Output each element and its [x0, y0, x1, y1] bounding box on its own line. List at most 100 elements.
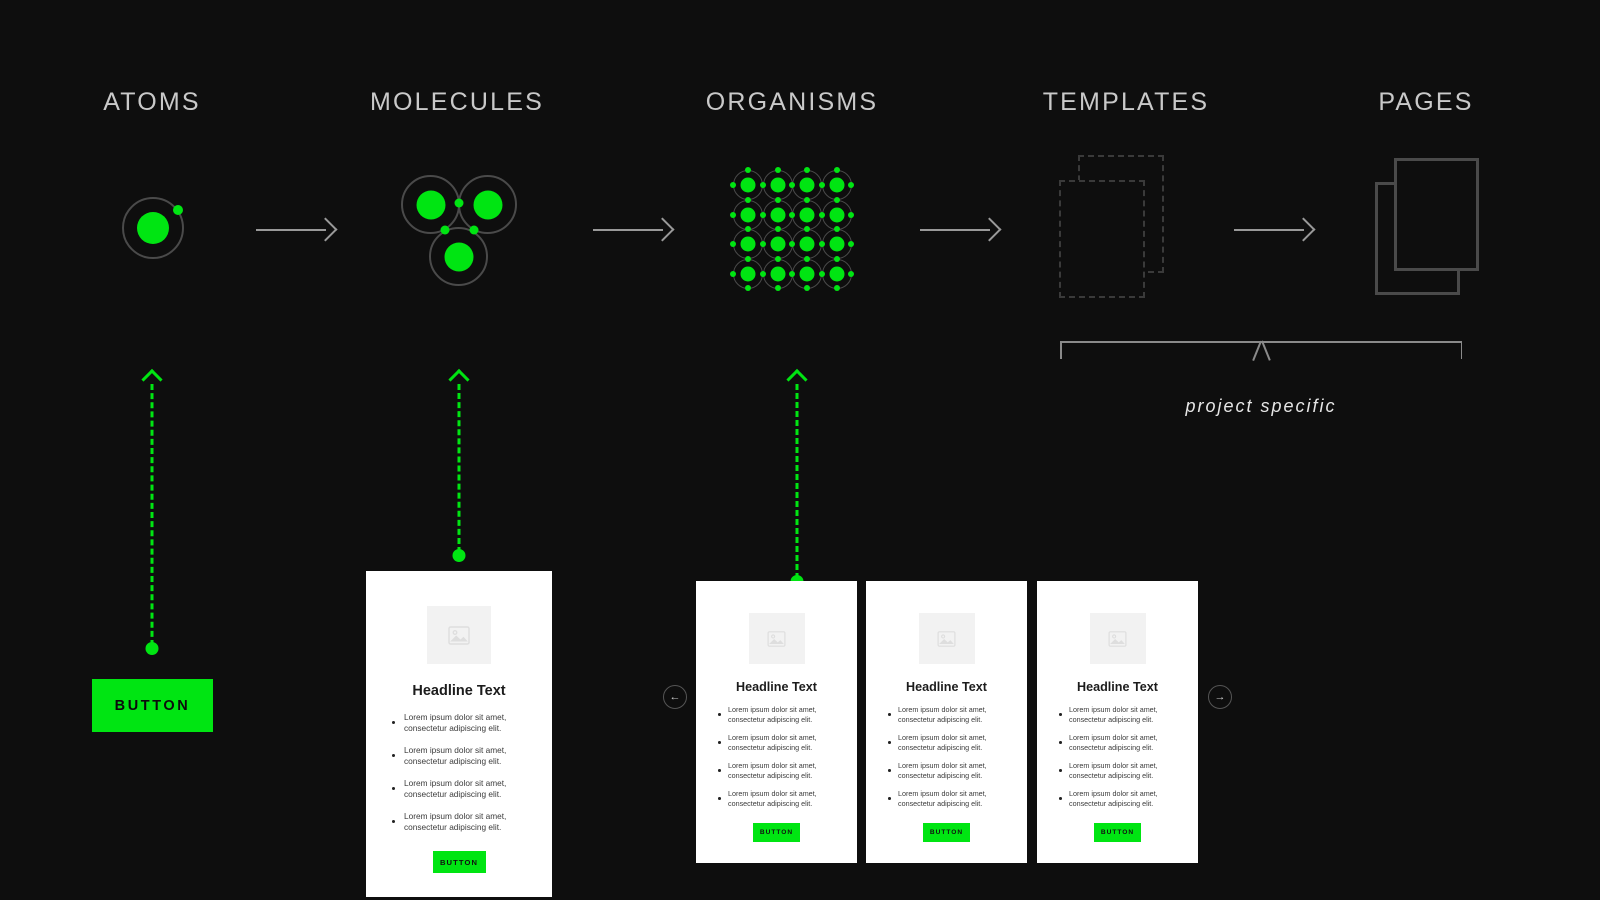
molecule-bond-dot — [440, 225, 450, 235]
atom-nucleus — [829, 266, 844, 281]
lattice-bond-dot — [789, 182, 795, 188]
card-button[interactable]: BUTTON — [753, 822, 800, 842]
arrow-atoms-to-molecules — [256, 217, 338, 243]
lattice-bond-dot — [730, 241, 736, 247]
list-item: Lorem ipsum dolor sit amet, consectetur … — [1053, 761, 1182, 780]
card-bullet-list: Lorem ipsum dolor sit amet, consectetur … — [1053, 705, 1182, 818]
atom-nucleus — [770, 266, 785, 281]
project-specific-label: project specific — [1185, 396, 1337, 416]
atom-ring — [122, 197, 184, 259]
lattice-bond-dot — [745, 196, 751, 203]
atom-icon — [733, 229, 763, 259]
atom-icon — [821, 170, 852, 200]
card-button[interactable]: BUTTON — [432, 851, 486, 874]
template-box-front — [1059, 180, 1145, 298]
lattice-bond-dot — [745, 255, 751, 262]
atom-icon — [792, 258, 822, 289]
atom-nucleus — [829, 177, 844, 193]
molecule-card[interactable]: Headline Text Lorem ipsum dolor sit amet… — [366, 571, 552, 898]
image-placeholder-icon — [1089, 613, 1146, 664]
lattice-bond-dot — [818, 241, 825, 247]
organism-card[interactable]: Headline Text Lorem ipsum dolor sit amet… — [1037, 581, 1198, 863]
lattice-bond-dot — [804, 167, 810, 173]
lattice-bond-dot — [759, 211, 766, 218]
cta-button[interactable]: BUTTON — [92, 679, 213, 732]
lattice-bond-dot — [833, 255, 840, 262]
atom-nucleus — [799, 207, 815, 222]
carousel-next-button[interactable]: → — [1208, 685, 1232, 709]
lattice-bond-dot — [833, 167, 840, 173]
lattice-bond-dot — [804, 226, 810, 232]
card-button[interactable]: BUTTON — [1094, 822, 1141, 842]
list-item: Lorem ipsum dolor sit amet, consectetur … — [712, 705, 841, 724]
list-item: Lorem ipsum dolor sit amet, consectetur … — [386, 712, 532, 734]
arrow-templates-to-pages — [1234, 217, 1316, 243]
atom-nucleus — [770, 236, 785, 252]
list-item: Lorem ipsum dolor sit amet, consectetur … — [712, 733, 841, 752]
arrow-organisms-to-templates — [920, 217, 1002, 243]
list-item: Lorem ipsum dolor sit amet, consectetur … — [1053, 733, 1182, 752]
page-sheet-back — [1394, 158, 1479, 271]
lattice-bond-dot — [774, 285, 781, 291]
lattice-bond-dot — [833, 285, 840, 291]
lattice-bond-dot — [848, 241, 854, 247]
card-title: Headline Text — [412, 683, 506, 699]
atom-icon — [821, 229, 852, 259]
lattice-bond-dot — [745, 167, 751, 173]
atom-nucleus — [740, 236, 756, 252]
stage-heading-atoms: ATOMS — [103, 88, 201, 116]
molecule-bond-dot — [469, 225, 479, 235]
lattice-bond-dot — [789, 211, 795, 218]
atom-icon — [733, 258, 763, 289]
connector-atoms — [137, 368, 167, 655]
carousel-prev-button[interactable]: ← — [663, 685, 687, 709]
atom-icon — [762, 229, 793, 259]
atom-icon — [762, 199, 793, 230]
image-placeholder-icon — [427, 606, 491, 664]
connector-molecules — [444, 368, 474, 562]
lattice-bond-dot — [818, 270, 825, 277]
atom-icon — [792, 170, 822, 200]
lattice-bond-dot — [730, 270, 736, 277]
atom-icon — [762, 170, 793, 200]
list-item: Lorem ipsum dolor sit amet, consectetur … — [386, 811, 532, 833]
card-title: Headline Text — [736, 680, 817, 694]
image-placeholder-icon — [748, 613, 805, 664]
atom-nucleus — [770, 177, 785, 193]
lattice-bond-dot — [774, 226, 781, 232]
stage-heading-pages: PAGES — [1378, 88, 1474, 116]
image-placeholder-icon — [918, 613, 975, 664]
lattice-bond-dot — [745, 226, 751, 232]
card-button[interactable]: BUTTON — [923, 822, 970, 842]
connector-organisms — [782, 368, 812, 588]
organism-card[interactable]: Headline Text Lorem ipsum dolor sit amet… — [696, 581, 857, 863]
atom-icon — [821, 258, 852, 289]
atom-nucleus — [770, 207, 785, 222]
atom-nucleus — [740, 207, 756, 222]
card-bullet-list: Lorem ipsum dolor sit amet, consectetur … — [882, 705, 1011, 818]
lattice-bond-dot — [759, 241, 766, 247]
lattice-bond-dot — [848, 211, 854, 218]
atom-icon — [733, 199, 763, 230]
lattice-bond-dot — [833, 196, 840, 203]
organism-card[interactable]: Headline Text Lorem ipsum dolor sit amet… — [866, 581, 1027, 863]
list-item: Lorem ipsum dolor sit amet, consectetur … — [882, 705, 1011, 724]
atom-nucleus — [740, 177, 756, 193]
lattice-bond-dot — [833, 226, 840, 232]
lattice-bond-dot — [730, 211, 736, 218]
stage-heading-organisms: ORGANISMS — [705, 88, 879, 116]
atom-nucleus — [137, 212, 169, 244]
lattice-bond-dot — [789, 241, 795, 247]
lattice-bond-dot — [774, 167, 781, 173]
stage-heading-templates: TEMPLATES — [1042, 88, 1210, 116]
card-bullet-list: Lorem ipsum dolor sit amet, consectetur … — [386, 712, 532, 844]
arrow-molecules-to-organisms — [593, 217, 675, 243]
lattice-bond-dot — [774, 255, 781, 262]
lattice-bond-dot — [745, 285, 751, 291]
list-item: Lorem ipsum dolor sit amet, consectetur … — [712, 761, 841, 780]
lattice-bond-dot — [804, 255, 810, 262]
atom-electron-dot — [173, 205, 183, 215]
list-item: Lorem ipsum dolor sit amet, consectetur … — [1053, 789, 1182, 808]
atom-icon — [792, 199, 822, 230]
atom-nucleus — [799, 236, 815, 252]
